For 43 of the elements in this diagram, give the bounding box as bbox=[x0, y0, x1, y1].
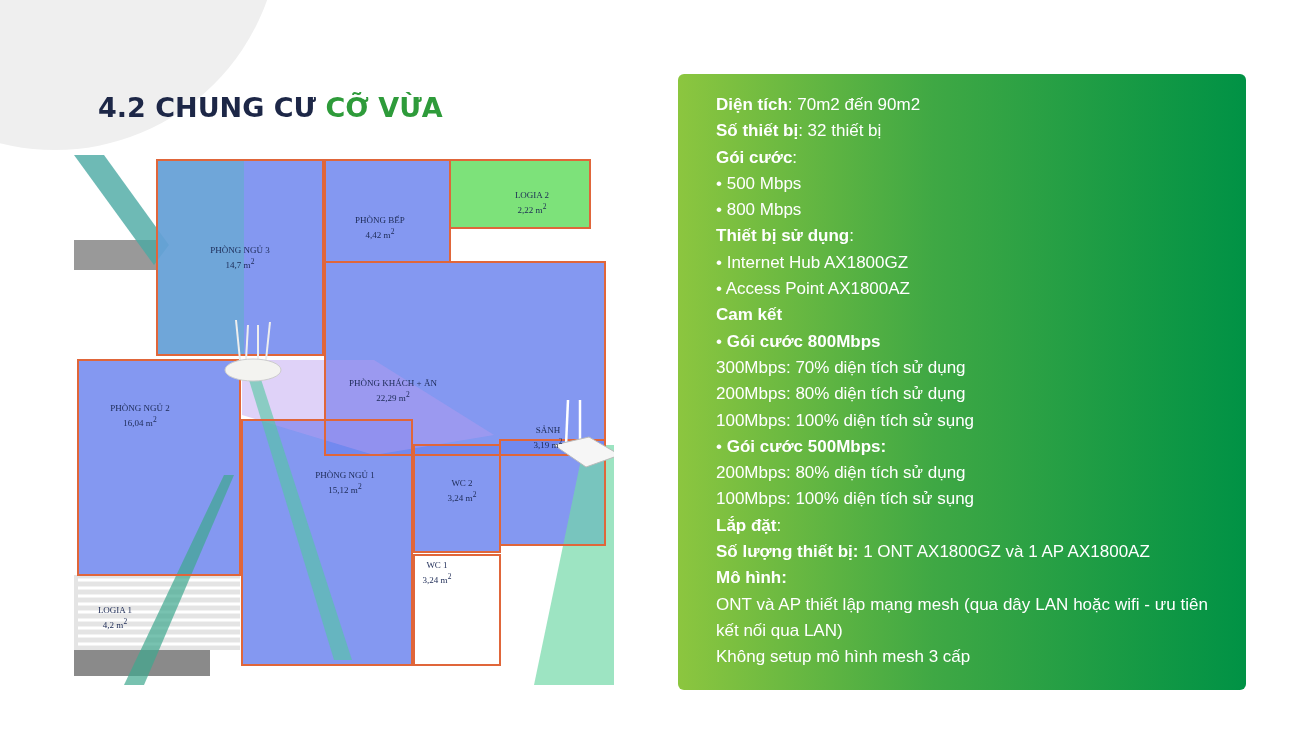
info-text: 200Mbps: 80% diện tích sử dụng bbox=[716, 383, 967, 406]
info-text: 100Mbps: 100% diện tích sử sụng bbox=[716, 409, 976, 432]
info-text: Diện tích: 70m2 đến 90m2 bbox=[716, 94, 922, 116]
title: 4.2 CHUNG CƯ CỠ VỪA bbox=[98, 92, 443, 123]
info-text: • Gói cước 500Mbps: bbox=[716, 435, 888, 458]
info-text: Số lượng thiết bị: 1 ONT AX1800GZ và 1 AP AX1800AZ bbox=[716, 541, 1151, 564]
room-label: LOGIA 1 bbox=[97, 605, 133, 615]
info-text: Cam kết bbox=[716, 304, 784, 327]
info-text: • 500 Mbps bbox=[716, 172, 803, 195]
area-label: 3,19 m$^{2}$ bbox=[533, 437, 563, 450]
room-label: PHÒNG NGỦ 2 bbox=[110, 403, 170, 413]
info-text: 300Mbps: 70% diện tích sử dụng bbox=[716, 356, 967, 379]
room-label: PHÒNG NGỦ 3 bbox=[210, 245, 270, 255]
room-label: PHÒNG KHÁCH + ĂN bbox=[349, 378, 437, 388]
info-text: 100Mbps: 100% diện tích sử sụng bbox=[716, 488, 976, 511]
info-text: Số thiết bị: 32 thiết bị bbox=[716, 120, 883, 143]
info-text: • Gói cước 800Mbps bbox=[716, 330, 882, 353]
info-text: ONT và AP thiết lập mạng mesh (qua dây LAN hoặc wifi - ưu tiên kết nối qua LAN) bbox=[716, 593, 1208, 642]
info-text: • Internet Hub AX1800GZ bbox=[716, 251, 910, 274]
area-label: 2,22 m$^{2}$ bbox=[517, 202, 547, 215]
room-label: PHÒNG BẾP bbox=[355, 215, 405, 225]
info-text: Lắp đặt: bbox=[716, 514, 783, 537]
info-text: • 800 Mbps bbox=[716, 199, 803, 222]
info-text: Thiết bị sử dụng: bbox=[716, 225, 855, 248]
room-label: WC 2 bbox=[451, 478, 473, 488]
room-label: WC 1 bbox=[426, 560, 448, 570]
area-label: 3,24 m$^{2}$ bbox=[447, 490, 477, 503]
area-label: 4,42 m$^{2}$ bbox=[365, 227, 395, 240]
info-text: Không setup mô hình mesh 3 cấp bbox=[716, 646, 972, 669]
info-text: Mô hình: bbox=[716, 567, 788, 590]
area-label: 15,12 m$^{2}$ bbox=[328, 482, 362, 495]
info-text: 200Mbps: 80% diện tích sử dụng bbox=[716, 462, 967, 485]
area-label: 3,24 m$^{2}$ bbox=[422, 572, 452, 585]
info-panel bbox=[678, 74, 1246, 690]
info-text: Gói cước: bbox=[716, 146, 799, 169]
area-label: 4,2 m$^{2}$ bbox=[102, 617, 128, 630]
area-label: 16,04 m$^{2}$ bbox=[123, 415, 157, 428]
area-label: 14,7 m$^{2}$ bbox=[225, 257, 255, 270]
info-text: • Access Point AX1800AZ bbox=[716, 278, 911, 301]
area-label: 22,29 m$^{2}$ bbox=[376, 390, 410, 403]
room-label: SẢNH bbox=[535, 425, 561, 435]
room-label: PHÒNG NGỦ 1 bbox=[315, 470, 375, 480]
room-label: LOGIA 2 bbox=[514, 190, 550, 200]
